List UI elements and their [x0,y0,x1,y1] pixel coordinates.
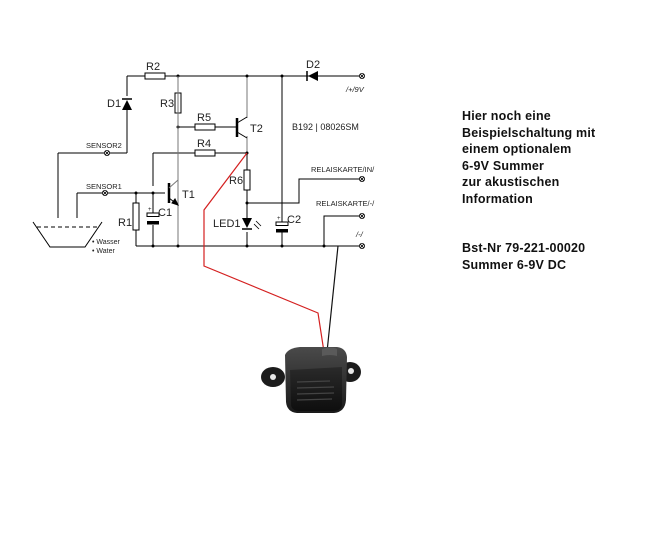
note-line: 6-9V Summer [462,158,545,173]
terminal-sensor2 [104,149,111,156]
wires [57,75,360,247]
terminal-labels: SENSOR2 SENSOR1 /+/9V RELAISKARTE/IN/ RE… [86,85,375,255]
note-line: einem optionalem [462,142,572,156]
note-line: Information [462,191,533,206]
terminal-sensor1 [102,189,109,196]
c2-polarity-mark: + [277,216,281,222]
led-led1 [242,218,262,230]
product-name: Summer 6-9V DC [462,257,567,272]
order-number: Bst-Nr 79-221-00020 [462,241,586,255]
resistor-r2 [144,72,166,80]
component-labels: R2 D1 R3 R5 T2 R4 R6 T1 C1 R1 LED1 C2 D2… [107,59,320,230]
terminal-relay-minus [358,212,365,219]
label-r4: R4 [197,138,211,150]
note-line: zur akustischen [462,175,560,189]
label-r3: R3 [160,98,174,110]
junctions [134,74,326,248]
label-t2: T2 [250,123,263,135]
resistor-r1 [132,202,140,231]
label-supply: /+/9V [345,85,365,94]
wire-relay-in [247,178,360,204]
label-led1: LED1 [213,218,241,230]
label-relay-in: RELAISKARTE/IN/ [311,165,375,174]
wire-sensor2 [57,152,127,218]
wire-r4 [152,152,247,186]
terminals [102,73,365,249]
note-line: Beispielschaltung mit [462,125,596,140]
label-relay-minus: RELAISKARTE/-/ [316,199,375,208]
note-line: Hier noch eine [462,109,551,123]
wire-relay-minus [323,215,360,246]
label-wasser: • Wasser [92,239,121,246]
label-d2: D2 [306,59,320,71]
resistor-r5 [194,123,216,131]
wire-sensor1 [76,192,165,218]
label-r6: R6 [229,175,243,187]
label-r5: R5 [197,112,211,124]
transistor-t1 [167,76,179,206]
terminal-ground [358,242,365,249]
label-c1: C1 [158,207,172,219]
label-ground: /-/ [355,230,364,239]
label-r1: R1 [118,217,132,229]
capacitor-c1 [146,212,160,225]
label-t1: T1 [182,189,195,201]
order-info: Bst-Nr 79-221-00020 Summer 6-9V DC [462,240,585,273]
terminal-relay-in [358,175,365,182]
label-c2: C2 [287,214,301,226]
label-water: • Water [92,248,115,255]
label-sensor2: SENSOR2 [86,141,122,150]
terminal-supply [358,73,365,80]
description-note: Hier noch eine Beispielschaltung mit ein… [462,108,595,207]
diode-d1 [122,98,132,110]
water-vessel [32,221,103,248]
buzzer-wire-black [326,245,339,353]
board-id: B192 | 08026SM [292,122,359,132]
buzzer-wire-red [203,152,325,353]
resistor-r4 [194,149,216,157]
c1-polarity-mark: + [148,207,152,213]
label-sensor1: SENSOR1 [86,182,122,191]
transistor-t2 [235,116,248,139]
label-d1: D1 [107,98,121,110]
diode-d2 [306,71,318,81]
capacitor-c2 [275,221,289,233]
label-r2: R2 [146,61,160,73]
resistor-r6 [243,169,251,191]
buzzer-image [261,347,361,413]
